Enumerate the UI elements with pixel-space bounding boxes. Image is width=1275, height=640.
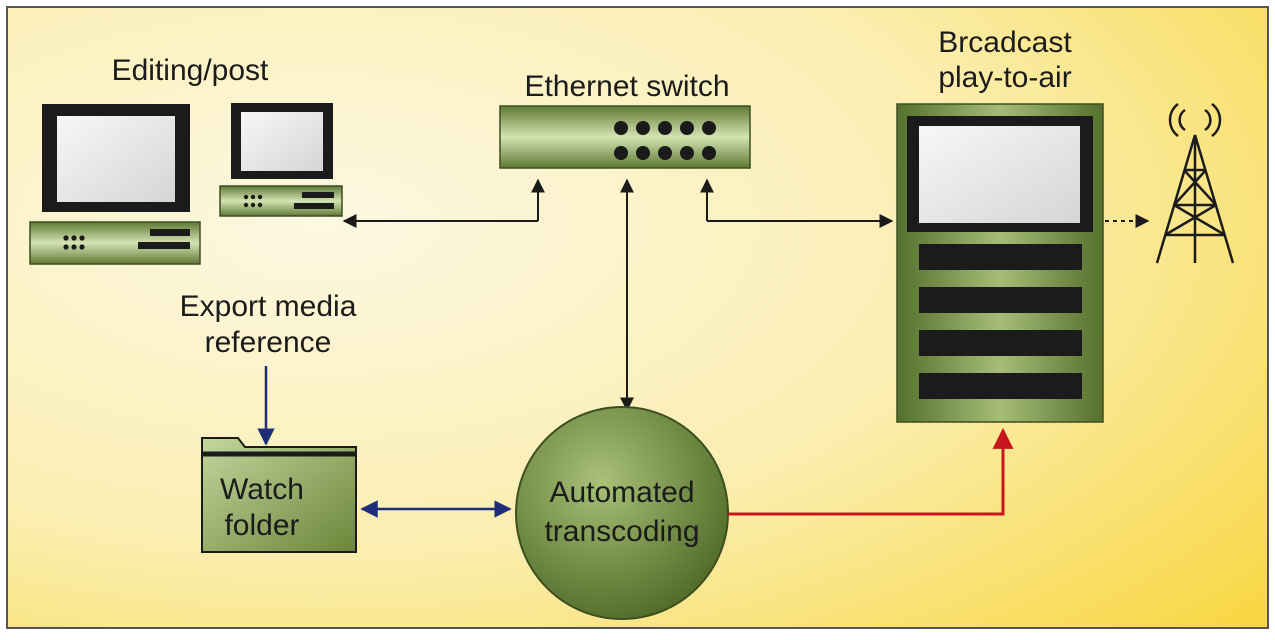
ethernet-switch-icon — [499, 105, 751, 169]
editing-monitor-small-icon — [231, 103, 333, 179]
watch-folder-icon — [201, 437, 357, 553]
transcoder-to-broadcast-arrow — [728, 427, 1014, 516]
editing-label: Editing/post — [112, 54, 269, 87]
watch-folder-label-line2: folder — [224, 509, 299, 542]
editing-monitor-large-icon — [42, 104, 190, 212]
export-label-line1: Export media — [180, 290, 357, 323]
editing-computer-large-icon — [29, 221, 201, 265]
export-label-line2: reference — [205, 326, 332, 359]
broadcast-server-rack-icon — [896, 103, 1104, 423]
switch-label: Ethernet switch — [524, 70, 729, 103]
transcoder-label-line2: transcoding — [544, 515, 699, 548]
transcoder-node-icon — [515, 406, 729, 620]
broadcast-tower-icon — [1155, 103, 1235, 264]
watch-folder-label-line1: Watch — [220, 473, 304, 506]
transcoder-label-line1: Automated — [549, 476, 694, 509]
broadcast-label-line1: Brcadcast — [938, 26, 1072, 59]
broadcast-label-line2: play-to-air — [938, 61, 1071, 94]
editing-computer-small-icon — [219, 185, 343, 217]
